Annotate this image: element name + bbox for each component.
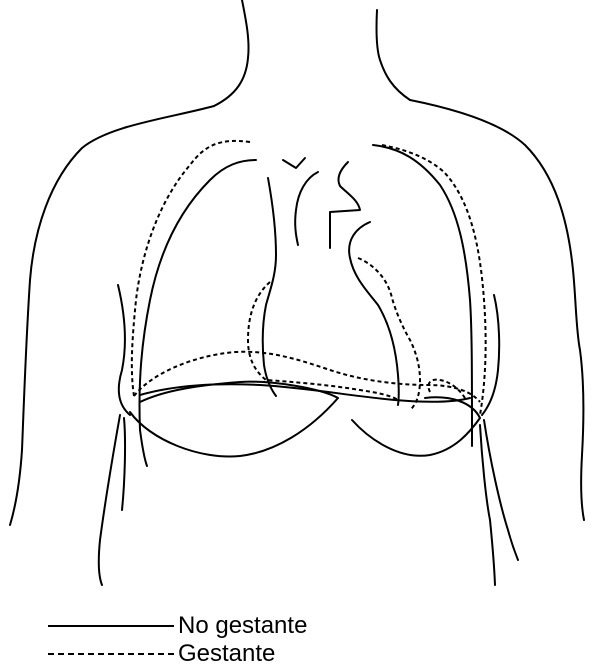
- diaphragm-dashed: [134, 352, 480, 402]
- breast-right: [352, 397, 480, 455]
- lung-left-dashed: [132, 141, 250, 396]
- legend-item-gestante: Gestante: [48, 640, 408, 668]
- neck-left: [214, 0, 249, 106]
- side-left-inner: [122, 418, 125, 510]
- heart-right-solid: [349, 222, 399, 405]
- no-gestante-outline: [139, 145, 472, 466]
- aorta-left-solid: [295, 172, 318, 245]
- armpit-left: [118, 285, 130, 415]
- legend-dashed-line-swatch: [48, 653, 174, 655]
- aorta-arch-solid: [330, 162, 360, 248]
- side-left-outer: [99, 415, 120, 585]
- legend-solid-line-swatch: [48, 625, 174, 627]
- legend-label-no-gestante: No gestante: [178, 612, 307, 640]
- legend-item-no-gestante: No gestante: [48, 612, 408, 640]
- side-right-outer: [484, 420, 518, 560]
- legend-label-gestante: Gestante: [178, 640, 275, 668]
- gestante-outline: [132, 141, 486, 415]
- legend: No gestante Gestante: [48, 612, 408, 668]
- body-outline: [10, 0, 584, 585]
- heart-right-dashed: [358, 258, 420, 410]
- neck-right: [376, 10, 410, 100]
- trachea-solid: [283, 158, 305, 168]
- side-right-inner: [480, 425, 495, 585]
- breast-left: [130, 382, 338, 457]
- lung-left-solid: [139, 160, 256, 466]
- breasts: [130, 382, 480, 457]
